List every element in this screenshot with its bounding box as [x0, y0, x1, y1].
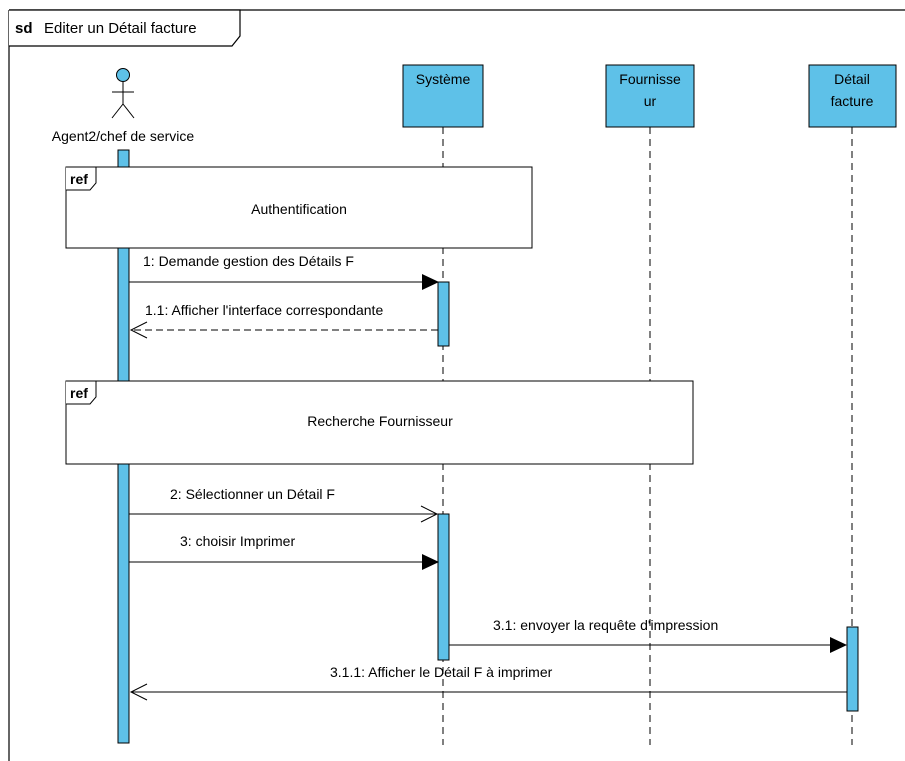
- ref-fragment-recherche-fournisseur: ref Recherche Fournisseur: [65, 380, 694, 465]
- actor-label: Agent2/chef de service: [52, 128, 195, 144]
- message-3-label: 3: choisir Imprimer: [180, 533, 295, 549]
- message-3-1-1-arrowhead: [129, 683, 148, 701]
- message-2-label: 2: Sélectionner un Détail F: [170, 486, 335, 502]
- message-3-arrowhead: [422, 554, 439, 570]
- lifeline-fournisseur-head: Fournisse ur: [605, 64, 695, 128]
- message-1-arrowhead: [422, 274, 439, 290]
- ref-label-recherche-fournisseur: Recherche Fournisseur: [307, 413, 453, 429]
- message-2-arrowhead: [420, 505, 439, 523]
- detail-activation-bar: [846, 626, 859, 712]
- lifeline-fournisseur-label-line1: Fournisse: [619, 71, 681, 87]
- systeme-activation-bar-1: [437, 281, 450, 347]
- lifeline-detail-label-line2: facture: [831, 93, 874, 109]
- lifeline-systeme-label: Système: [416, 71, 471, 87]
- systeme-activation-bar-2: [437, 513, 450, 661]
- message-1-1-arrowhead: [129, 321, 148, 339]
- lifeline-systeme-head: Système: [402, 64, 484, 128]
- message-1-label: 1: Demande gestion des Détails F: [143, 253, 354, 269]
- message-3-1-arrowhead: [830, 637, 847, 653]
- ref-label-authentification: Authentification: [251, 201, 347, 217]
- message-1-1-label: 1.1: Afficher l'interface correspondante: [145, 302, 383, 318]
- actor-icon: [111, 68, 135, 119]
- frame-title: Editer un Détail facture: [44, 20, 197, 37]
- lifeline-detail-label-line1: Détail: [834, 71, 870, 87]
- message-3-1-1-label: 3.1.1: Afficher le Détail F à imprimer: [330, 664, 553, 680]
- message-3-1-label: 3.1: envoyer la requête d'impression: [493, 617, 718, 633]
- frame-keyword: sd: [15, 20, 33, 37]
- frame-title-tab: [9, 9, 241, 47]
- lifeline-detail-head: Détail facture: [808, 64, 897, 128]
- ref-keyword: ref: [70, 171, 88, 187]
- ref-keyword: ref: [70, 385, 88, 401]
- ref-fragment-authentification: ref Authentification: [65, 166, 533, 249]
- lifeline-fournisseur-label-line2: ur: [644, 93, 657, 109]
